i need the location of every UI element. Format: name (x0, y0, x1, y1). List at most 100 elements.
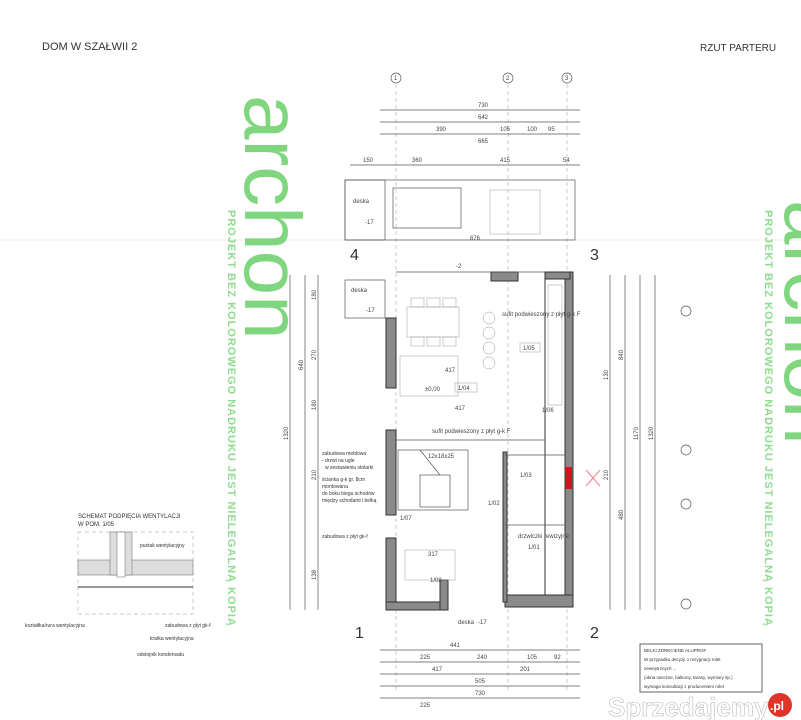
svg-text:390: 390 (436, 127, 447, 133)
svg-text:zabudowa z płyt gk-f: zabudowa z płyt gk-f (322, 534, 368, 540)
svg-text:-2: -2 (456, 264, 462, 270)
sprzedajemy-watermark: Sprzedajemy .pl (608, 692, 792, 720)
svg-text:730: 730 (478, 103, 489, 109)
svg-text:138: 138 (312, 569, 318, 580)
svg-text:W przypadku decyzji o rezygnac: W przypadku decyzji o rezygnacji rolet (644, 657, 721, 662)
svg-text:417: 417 (455, 406, 466, 412)
svg-text:92: 92 (554, 655, 561, 661)
svg-text:417: 417 (445, 368, 456, 374)
room-1-06: 1/06 (542, 408, 554, 414)
svg-text:54: 54 (563, 158, 570, 164)
svg-text:1320: 1320 (649, 426, 655, 440)
ventilation-scheme: SCHEMAT PODPIĘCIA WENTYLACJI W POM. 1/05… (25, 514, 211, 658)
svg-text:-17: -17 (366, 308, 375, 314)
svg-text:640: 640 (299, 359, 305, 370)
svg-text:Sprzedajemy: Sprzedajemy (608, 692, 769, 720)
axis-label: 3 (565, 76, 569, 82)
archon-watermark-right: PROJEKT BEZ KOLOROWEGO NADRUKU JEST NIEL… (762, 200, 801, 627)
red-window-marker (565, 467, 572, 489)
svg-text:105: 105 (500, 127, 511, 133)
svg-text:SCHEMAT PODPIĘCIA WENTYLACJI: SCHEMAT PODPIĘCIA WENTYLACJI (78, 514, 181, 520)
axis-label: 1 (394, 76, 398, 82)
furniture (399, 284, 563, 581)
svg-text:archon: archon (768, 200, 801, 445)
svg-text:180: 180 (312, 399, 318, 410)
svg-text:676: 676 (470, 236, 481, 242)
bottom-dimensions: 441 225 240 105 92 417 201 505 730 225 (380, 643, 580, 709)
svg-text:kratka wentylacyjna: kratka wentylacyjna (150, 636, 194, 642)
svg-text:840: 840 (619, 349, 625, 360)
svg-text:sufit podwieszony z płyt g-k F: sufit podwieszony z płyt g-k F (502, 312, 581, 318)
svg-text:między schodami i belką: między schodami i belką (322, 498, 377, 504)
svg-text:PROJEKT BEZ KOLOROWEGO NADRUKU: PROJEKT BEZ KOLOROWEGO NADRUKU JEST NIEL… (225, 210, 237, 627)
svg-text:225: 225 (420, 655, 431, 661)
svg-text:360: 360 (412, 158, 423, 164)
svg-text:150: 150 (363, 158, 374, 164)
svg-text:317: 317 (428, 552, 439, 558)
svg-text:(okna narożne, balkony, tarasy: (okna narożne, balkony, tarasy, wymiary … (644, 675, 733, 680)
svg-text:95: 95 (548, 127, 555, 133)
svg-text:1320: 1320 (284, 426, 290, 440)
terrace: deska -17 676 -2 deska -17 (344, 179, 576, 319)
room-labels: sufit podwieszony z płyt g-k F 1/05 417 … (400, 312, 581, 626)
svg-text:12x18x25: 12x18x25 (428, 454, 455, 460)
svg-text:210: 210 (312, 469, 318, 480)
svg-text:201: 201 (520, 667, 531, 673)
svg-text:270: 270 (312, 349, 318, 360)
svg-text:wymaga konsultacji z producent: wymaga konsultacji z producentem rolet (644, 684, 725, 689)
svg-text:W POM. 1/05: W POM. 1/05 (78, 522, 115, 528)
svg-text:sufit podwieszony z płyt g-k F: sufit podwieszony z płyt g-k F (432, 429, 511, 435)
svg-text:drzwiczki rewizyjne: drzwiczki rewizyjne (518, 534, 570, 540)
section-3: 3 (590, 247, 599, 264)
room-1-05: 1/05 (523, 346, 535, 352)
room-1-08: 1/08 (430, 578, 442, 584)
svg-text:pustak wentylacyjny: pustak wentylacyjny (140, 543, 185, 549)
svg-text:505: 505 (475, 679, 486, 685)
top-dimensions: 730 642 390 105 100 95 665 150 360 415 5… (350, 103, 580, 166)
svg-text:180: 180 (312, 289, 318, 300)
section-2: 2 (590, 625, 599, 642)
svg-text:665: 665 (478, 139, 489, 145)
archon-watermark-logo: PROJEKT BEZ KOLOROWEGO NADRUKU JEST NIEL… (225, 95, 317, 627)
svg-text:zewnętrznych ...: zewnętrznych ... (644, 666, 677, 671)
svg-text:441: 441 (450, 643, 461, 649)
svg-text:1170: 1170 (634, 426, 640, 440)
right-dimensions: 1320 1170 840 480 130 210 (604, 275, 692, 610)
svg-text:- drzwi na ugle: - drzwi na ugle (322, 458, 355, 464)
svg-text:642: 642 (478, 115, 489, 121)
svg-text:100: 100 (527, 127, 538, 133)
svg-text:montowana: montowana (322, 484, 348, 490)
svg-text:130: 130 (604, 369, 610, 380)
section-1: 1 (355, 625, 364, 642)
cross-icon (585, 469, 601, 487)
section-4: 4 (350, 247, 359, 264)
left-dimensions: 1320 640 180 270 180 210 138 (284, 275, 319, 610)
svg-text:480: 480 (619, 509, 625, 520)
room-1-02: 1/02 (488, 501, 500, 507)
svg-text:415: 415 (500, 158, 511, 164)
room-1-01: 1/01 (528, 545, 540, 551)
svg-text:730: 730 (475, 691, 486, 697)
svg-text:.pl: .pl (770, 699, 784, 713)
room-1-07: 1/07 (400, 516, 412, 522)
wall-notes: zabudowa meblowa - drzwi na ugle w zesta… (322, 451, 377, 540)
axis-label: 2 (506, 76, 510, 82)
svg-text:ścianka g-k gr. 8cm: ścianka g-k gr. 8cm (322, 477, 365, 483)
svg-text:deska: deska (353, 199, 370, 205)
svg-text:±0,00: ±0,00 (425, 387, 441, 393)
svg-text:w zestawieniu stolarki: w zestawieniu stolarki (325, 465, 373, 471)
svg-text:zabudowa meblowa: zabudowa meblowa (322, 451, 366, 457)
svg-text:do boku biegu schodów: do boku biegu schodów (322, 491, 375, 497)
svg-text:210: 210 (604, 469, 610, 480)
svg-text:BELKI ZDRECIENE ALUPROF: BELKI ZDRECIENE ALUPROF (644, 648, 707, 653)
svg-text:PROJEKT BEZ KOLOROWEGO NADRUKU: PROJEKT BEZ KOLOROWEGO NADRUKU JEST NIEL… (762, 210, 774, 627)
room-1-03: 1/03 (520, 473, 532, 479)
svg-text:105: 105 (527, 655, 538, 661)
svg-text:archon: archon (228, 95, 317, 340)
svg-text:-17: -17 (478, 620, 487, 626)
note-box: BELKI ZDRECIENE ALUPROF W przypadku decy… (639, 643, 763, 693)
svg-text:zabudowa z płyt gk-f: zabudowa z płyt gk-f (165, 623, 211, 629)
room-1-04: 1/04 (458, 386, 470, 392)
svg-text:-17: -17 (365, 220, 374, 226)
